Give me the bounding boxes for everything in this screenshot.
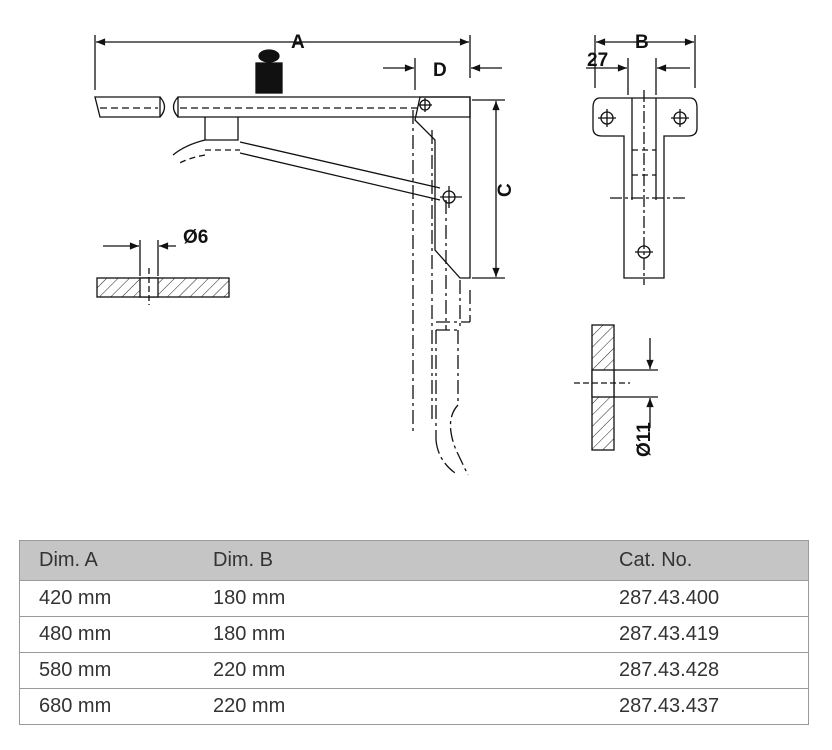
cell-cat-no: 287.43.428 [473,652,809,689]
table-row: 680 mm 220 mm 287.43.437 [19,688,809,725]
table-row: 480 mm 180 mm 287.43.419 [19,616,809,653]
cell-dim-b: 220 mm [194,688,473,725]
hole-11-label: Ø11 [634,422,655,457]
dim-b-label: B [635,32,649,53]
cell-cat-no: 287.43.437 [473,688,809,725]
cell-dim-a: 420 mm [19,580,194,617]
cell-dim-b: 220 mm [194,652,473,689]
hole-6-detail [96,240,230,305]
dim-a-label: A [291,32,305,53]
cell-dim-a: 680 mm [19,688,194,725]
cell-cat-no: 287.43.400 [473,580,809,617]
bracket-front-view [586,35,698,285]
header-dim-b: Dim. B [194,540,473,581]
dim-c-label: C [495,183,516,197]
hole-11-detail [574,324,658,451]
cell-dim-a: 580 mm [19,652,194,689]
weight-icon [255,49,283,94]
table-row: 420 mm 180 mm 287.43.400 [19,580,809,617]
dim-d-label: D [433,60,447,81]
cell-dim-a: 480 mm [19,616,194,653]
hole-6-label: Ø6 [183,227,208,248]
cell-cat-no: 287.43.419 [473,616,809,653]
bracket-drawing: A D C B 27 Ø6 Ø11 [94,32,698,476]
header-cat-no: Cat. No. [473,540,809,581]
table-header-row: Dim. A Dim. B Cat. No. [19,540,809,581]
cell-dim-b: 180 mm [194,616,473,653]
table-row: 580 mm 220 mm 287.43.428 [19,652,809,689]
bracket-folded-view [412,110,471,476]
dim-27-label: 27 [587,50,608,71]
bracket-side-view [172,96,471,279]
dimension-table: Dim. A Dim. B Cat. No. 420 mm 180 mm 287… [19,540,809,725]
cell-dim-b: 180 mm [194,580,473,617]
header-dim-a: Dim. A [19,540,194,581]
shelf-board [94,96,471,118]
